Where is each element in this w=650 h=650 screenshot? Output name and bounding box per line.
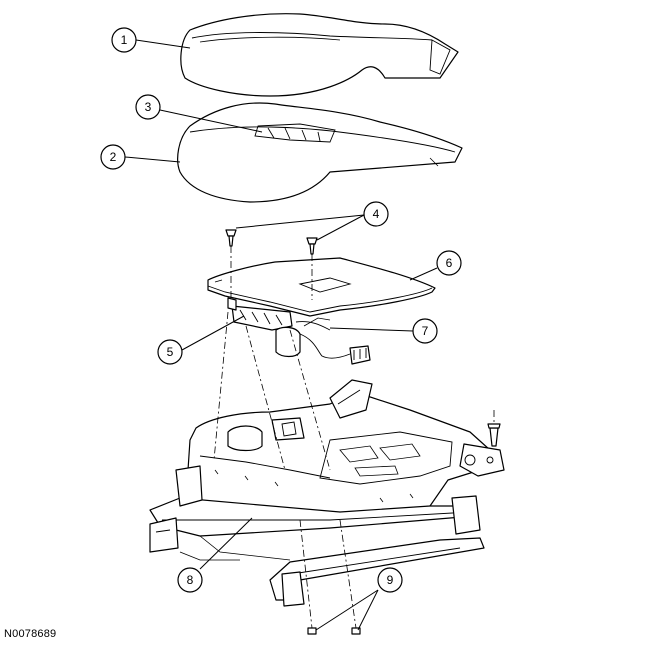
callout-6: 6 xyxy=(436,250,462,276)
callout-9-label: 9 xyxy=(387,573,394,587)
callout-3: 3 xyxy=(135,94,161,120)
seat-cushion-cover xyxy=(180,13,459,97)
callout-9: 9 xyxy=(377,567,403,593)
callout-8: 8 xyxy=(177,567,203,593)
callout-7-label: 7 xyxy=(422,324,429,338)
callout-8-label: 8 xyxy=(187,573,194,587)
callout-2-label: 2 xyxy=(110,150,117,164)
callout-7: 7 xyxy=(412,318,438,344)
mounting-nuts xyxy=(307,627,361,635)
figure-id-label: N0078689 xyxy=(4,628,57,640)
wiring-harness xyxy=(275,317,371,365)
callout-4: 4 xyxy=(363,201,389,227)
callout-3-label: 3 xyxy=(145,100,152,114)
callout-5: 5 xyxy=(157,339,183,365)
seat-frame-track-assembly xyxy=(149,379,505,607)
callout-1: 1 xyxy=(111,27,137,53)
seat-pan-sensor-mat xyxy=(207,257,436,317)
callout-6-label: 6 xyxy=(446,256,453,270)
callout-2: 2 xyxy=(100,144,126,170)
push-pin-fasteners xyxy=(225,229,318,255)
alignment-lines xyxy=(213,246,495,629)
pad-cutouts xyxy=(254,123,336,143)
callout-5-label: 5 xyxy=(167,345,174,359)
leader-lines xyxy=(124,39,438,631)
seat-cushion-pad xyxy=(177,102,463,203)
callout-4-label: 4 xyxy=(373,207,380,221)
callout-1-label: 1 xyxy=(121,33,128,47)
